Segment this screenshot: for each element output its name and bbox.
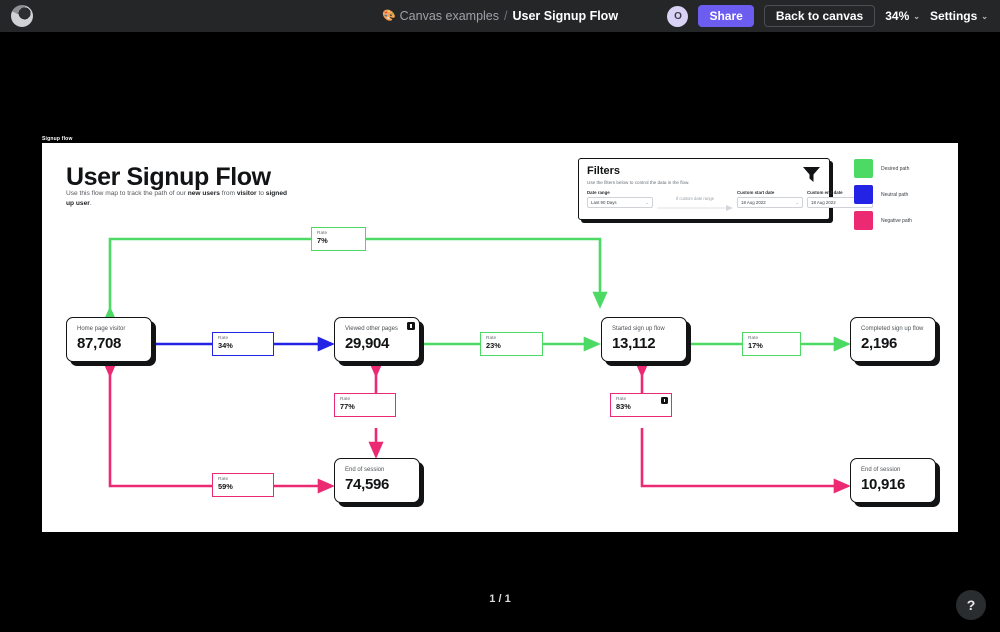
node-value: 2,196: [861, 335, 898, 352]
node-label: End of session: [861, 467, 901, 473]
legend-swatch-blue: [854, 185, 873, 204]
chevron-down-icon: ⌄: [645, 200, 649, 205]
funnel-icon: [803, 167, 820, 187]
node-value: 10,916: [861, 476, 906, 493]
canvas-logo-icon: [11, 5, 33, 27]
rate-label: Rate: [486, 336, 497, 341]
breadcrumb-parent-link[interactable]: Canvas examples: [399, 9, 499, 23]
filter-value: Last 90 Days: [591, 200, 617, 205]
rate-badge-started-to-completed[interactable]: Rate 17%: [742, 332, 801, 356]
node-started-sign-up-flow[interactable]: Started sign up flow 13,112: [601, 317, 687, 362]
node-label: End of session: [345, 467, 385, 473]
legend-item-neutral: Neutral path: [854, 185, 946, 204]
top-bar: 🎨 Canvas examples / User Signup Flow O S…: [0, 0, 1000, 32]
legend-label: Neutral path: [881, 191, 909, 198]
legend-swatch-green: [854, 159, 873, 178]
flow-title: User Signup Flow: [66, 163, 271, 191]
legend-swatch-pink: [854, 211, 873, 230]
filter-field-date-range[interactable]: Date range Last 90 Days ⌄: [587, 190, 653, 208]
legend-label: Desired path: [881, 165, 910, 172]
rate-value: 34%: [218, 341, 233, 351]
settings-label: Settings: [929, 9, 978, 23]
rate-label: Rate: [340, 397, 351, 402]
rate-badge-home-to-end-of-session[interactable]: Rate 59%: [212, 473, 274, 497]
rate-badge-home-to-viewed[interactable]: Rate 34%: [212, 332, 274, 356]
rate-value: 77%: [340, 402, 355, 412]
rate-badge-started-to-end-of-session[interactable]: Rate 83%: [610, 393, 672, 417]
legend: Desired path Neutral path Negative path: [854, 159, 946, 237]
flow-edges: [102, 237, 851, 494]
filter-connector: If custom date range: [657, 196, 733, 211]
filters-card[interactable]: Filters Use the filters below to control…: [578, 158, 873, 220]
node-end-of-session-right[interactable]: End of session 10,916: [850, 458, 936, 503]
flow-subtitle: Use this flow map to track the path of o…: [66, 190, 288, 208]
chevron-down-icon: ⌄: [981, 11, 988, 21]
rate-value: 59%: [218, 482, 233, 492]
filter-value: 18 Aug 2022: [811, 200, 836, 205]
slide-name-label: Signup flow: [42, 136, 73, 142]
rate-value: 7%: [317, 236, 328, 246]
node-value: 74,596: [345, 476, 390, 493]
node-label: Home page visitor: [77, 326, 126, 332]
avatar[interactable]: O: [667, 5, 689, 27]
settings-dropdown[interactable]: Settings ⌄: [930, 9, 988, 23]
filter-label: Date range: [587, 190, 610, 195]
node-label: Viewed other pages: [345, 326, 398, 332]
rate-value: 17%: [748, 341, 763, 351]
rate-label: Rate: [317, 231, 328, 236]
node-label: Started sign up flow: [612, 326, 665, 332]
rate-badge-viewed-to-started[interactable]: Rate 23%: [480, 332, 543, 356]
breadcrumb: 🎨 Canvas examples / User Signup Flow: [0, 0, 1000, 32]
filter-connector-label: If custom date range: [673, 196, 717, 201]
legend-item-negative: Negative path: [854, 211, 946, 230]
filters-title: Filters: [587, 165, 621, 177]
zoom-level-label: 34%: [885, 9, 910, 23]
rate-label: Rate: [218, 336, 229, 341]
help-button[interactable]: ?: [956, 590, 986, 620]
filter-label: Custom start date: [737, 190, 775, 195]
filter-select[interactable]: 18 Aug 2022 ⌄: [737, 197, 803, 208]
share-button[interactable]: Share: [698, 5, 754, 27]
back-to-canvas-button[interactable]: Back to canvas: [763, 5, 876, 27]
filters-subtitle: Use the filters below to control the dat…: [587, 180, 690, 185]
rate-label: Rate: [218, 477, 229, 482]
palette-icon: 🎨: [381, 9, 396, 22]
node-value: 13,112: [612, 335, 656, 352]
legend-item-desired: Desired path: [854, 159, 946, 178]
filter-field-custom-start-date[interactable]: Custom start date 18 Aug 2022 ⌄: [737, 190, 803, 208]
page-indicator: 1 / 1: [489, 593, 511, 605]
rate-value: 23%: [486, 341, 501, 351]
rate-badge-viewed-to-end-of-session[interactable]: Rate 77%: [334, 393, 396, 417]
rate-badge-home-to-started[interactable]: Rate 7%: [311, 227, 366, 251]
node-value: 87,708: [77, 335, 122, 352]
top-bar-actions: O Share Back to canvas 34% ⌄ Settings ⌄: [667, 0, 1000, 32]
node-value: 29,904: [345, 335, 390, 352]
zoom-level-dropdown[interactable]: 34% ⌄: [885, 9, 920, 23]
flow-diagram: Home page visitor 87,708 Viewed other pa…: [42, 143, 958, 532]
node-home-page-visitor[interactable]: Home page visitor 87,708: [66, 317, 152, 362]
rate-label: Rate: [748, 336, 759, 341]
node-completed-sign-up-flow[interactable]: Completed sign up flow 2,196: [850, 317, 936, 362]
comment-badge-icon[interactable]: [407, 322, 415, 330]
legend-label: Negative path: [881, 217, 912, 224]
page-title[interactable]: User Signup Flow: [512, 9, 619, 23]
node-end-of-session-left[interactable]: End of session 74,596: [334, 458, 420, 503]
app-logo-button[interactable]: [0, 0, 44, 32]
node-viewed-other-pages[interactable]: Viewed other pages 29,904: [334, 317, 420, 362]
filter-label: Custom end date: [807, 190, 843, 195]
filter-value: 18 Aug 2022: [741, 200, 766, 205]
chevron-down-icon: ⌄: [913, 11, 920, 21]
comment-badge-icon[interactable]: [661, 397, 668, 404]
chevron-down-icon: ⌄: [795, 200, 799, 205]
rate-value: 83%: [616, 402, 631, 412]
filter-select[interactable]: Last 90 Days ⌄: [587, 197, 653, 208]
canvas-slide[interactable]: User Signup Flow Use this flow map to tr…: [42, 143, 958, 532]
rate-label: Rate: [616, 397, 627, 402]
node-label: Completed sign up flow: [861, 326, 924, 332]
breadcrumb-separator: /: [504, 9, 508, 23]
